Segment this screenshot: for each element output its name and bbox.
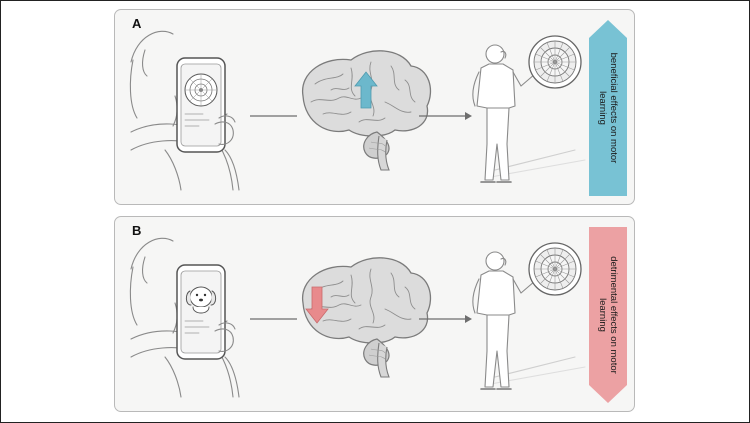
effect-label: beneficial effects on motor learning	[597, 52, 619, 164]
dart-thrower-icon	[472, 251, 586, 390]
effect-arrow-shape	[589, 227, 627, 403]
panel-b: B	[114, 216, 635, 412]
connector-arrow-right	[419, 315, 472, 323]
brain-arrow-up	[354, 71, 378, 109]
puppy-icon	[185, 286, 217, 314]
panel-label: A	[132, 16, 142, 31]
dartboard-icon	[528, 242, 582, 296]
brain-icon	[302, 257, 432, 378]
panel-a: A	[114, 9, 635, 205]
effect-label: detrimental effects on motor learning	[597, 256, 619, 374]
effect-arrow-beneficial: beneficial effects on motor learning	[589, 20, 627, 196]
effect-arrow-shape	[589, 20, 627, 196]
person-with-phone-icon	[129, 237, 240, 398]
panel-label: B	[132, 223, 142, 238]
panel-a-scene	[129, 30, 586, 191]
brain-icon	[302, 50, 432, 171]
connector-arrow-right	[419, 112, 472, 120]
dartboard-icon	[528, 35, 582, 89]
panel-b-scene	[129, 237, 586, 398]
brain-arrow-down	[305, 286, 329, 324]
effect-arrow-detrimental: detrimental effects on motor learning	[589, 227, 627, 403]
person-with-phone-icon	[129, 30, 240, 191]
